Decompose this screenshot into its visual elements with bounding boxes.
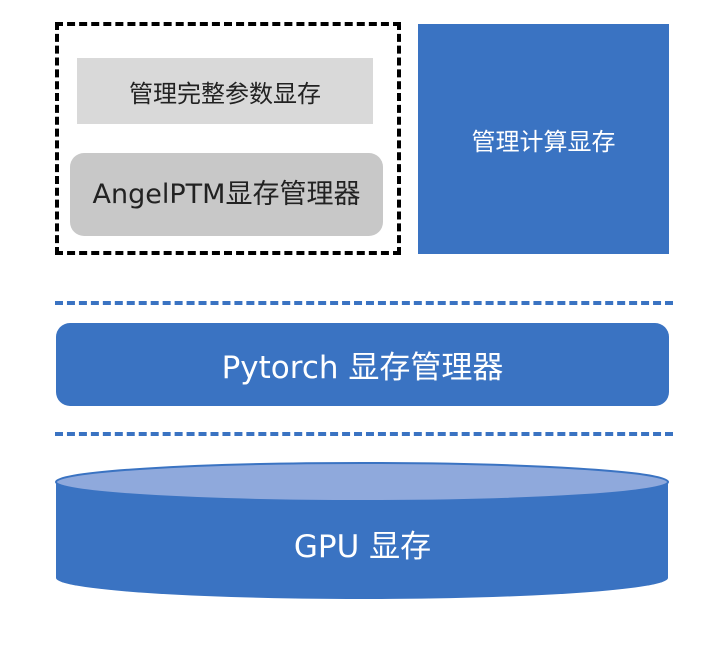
upper-divider xyxy=(55,301,673,305)
full-params-memory-box: 管理完整参数显存 xyxy=(77,58,373,124)
full-params-memory-label: 管理完整参数显存 xyxy=(129,79,321,108)
cylinder-body xyxy=(56,482,668,599)
angelptm-manager-label: AngelPTM显存管理器 xyxy=(92,178,361,210)
pytorch-manager-box: Pytorch 显存管理器 xyxy=(56,323,669,406)
gpu-memory-cylinder xyxy=(55,462,669,599)
lower-divider xyxy=(55,432,673,436)
compute-memory-label: 管理计算显存 xyxy=(471,127,616,156)
compute-memory-box: 管理计算显存 xyxy=(418,24,669,254)
gpu-memory-label-wrap: GPU 显存 xyxy=(56,515,669,571)
pytorch-manager-label: Pytorch 显存管理器 xyxy=(221,350,504,386)
gpu-memory-label: GPU 显存 xyxy=(293,528,432,565)
angelptm-group-frame xyxy=(55,22,401,255)
cylinder-top xyxy=(55,462,669,502)
angelptm-manager-box: AngelPTM显存管理器 xyxy=(70,153,383,236)
